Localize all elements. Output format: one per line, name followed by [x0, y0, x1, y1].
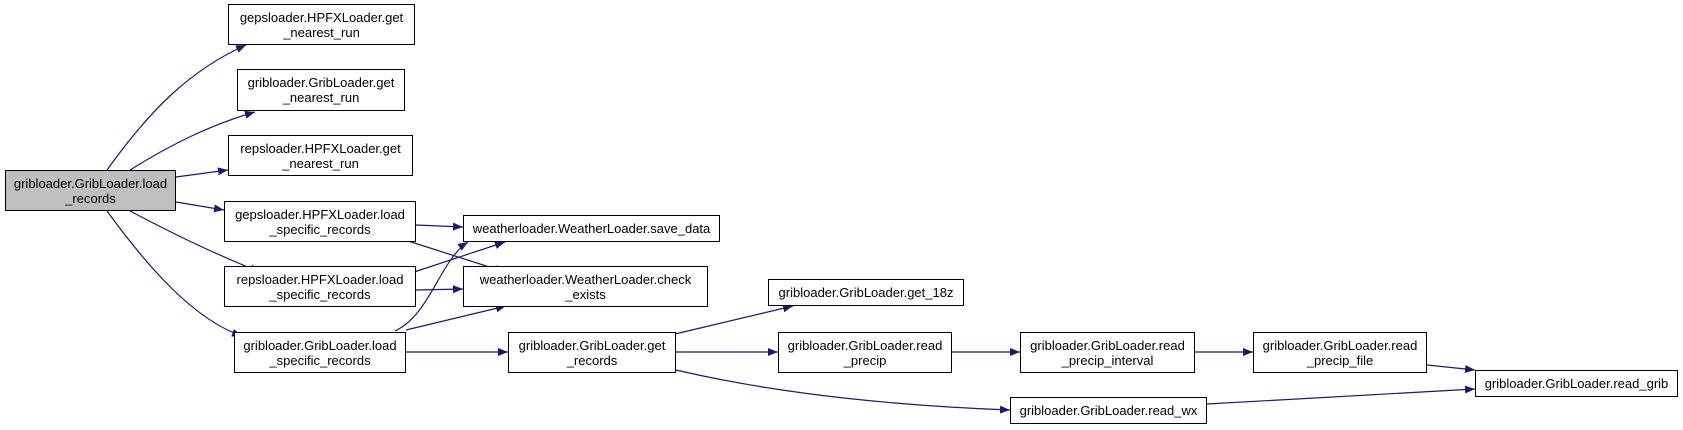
node-check-exists[interactable]: weatherloader.WeatherLoader.check _exist… — [463, 266, 708, 307]
node-reps-get-nearest-run[interactable]: repsloader.HPFXLoader.get _nearest_run — [228, 135, 413, 176]
edge-geps-load-to-save-data — [415, 222, 464, 231]
node-grib-get-nearest-run[interactable]: gribloader.GribLoader.get _nearest_run — [237, 69, 405, 111]
node-get-18z[interactable]: gribloader.GribLoader.get_18z — [768, 279, 964, 306]
node-save-data[interactable]: weatherloader.WeatherLoader.save_data — [463, 215, 720, 242]
node-reps-load-specific-records[interactable]: repsloader.HPFXLoader.load _specific_rec… — [224, 266, 416, 307]
node-get-records[interactable]: gribloader.GribLoader.get _records — [508, 332, 676, 373]
node-root-load-records[interactable]: gribloader.GribLoader.load _records — [5, 170, 176, 211]
edge-grib-load-to-save-data — [394, 241, 469, 332]
node-read-grib[interactable]: gribloader.GribLoader.read_grib — [1475, 370, 1678, 397]
edge-reps-load-to-save-data — [404, 241, 506, 276]
node-geps-load-specific-records[interactable]: gepsloader.HPFXLoader.load _specific_rec… — [224, 201, 416, 242]
node-read-precip-interval[interactable]: gribloader.GribLoader.read _precip_inter… — [1020, 332, 1195, 373]
edge-root-to-geps-get-nearest-run — [106, 44, 247, 171]
edge-root-to-reps-get-nearest-run — [175, 167, 229, 178]
edge-get-records-to-get-18z — [674, 304, 794, 335]
edge-root-to-grib-get-nearest-run — [129, 110, 256, 171]
node-geps-get-nearest-run[interactable]: gepsloader.HPFXLoader.get _nearest_run — [228, 4, 415, 45]
edge-read-precip-file-to-read-grib — [1426, 364, 1476, 373]
edge-reps-load-to-check-exists — [415, 285, 464, 294]
node-read-precip-file[interactable]: gribloader.GribLoader.read _precip_file — [1253, 332, 1427, 373]
node-read-precip[interactable]: gribloader.GribLoader.read _precip — [778, 332, 952, 373]
edge-read-wx-to-read-grib — [1206, 385, 1476, 405]
edge-root-to-geps-load-specific — [175, 201, 225, 213]
node-grib-load-specific-records[interactable]: gribloader.GribLoader.load _specific_rec… — [234, 332, 406, 373]
edge-get-records-to-read-wx — [675, 369, 1011, 414]
edge-root-to-grib-load-specific — [106, 210, 243, 337]
edge-root-to-reps-load-specific — [129, 210, 261, 273]
edge-grib-load-to-check-exists — [405, 304, 507, 331]
node-read-wx[interactable]: gribloader.GribLoader.read_wx — [1010, 397, 1207, 424]
